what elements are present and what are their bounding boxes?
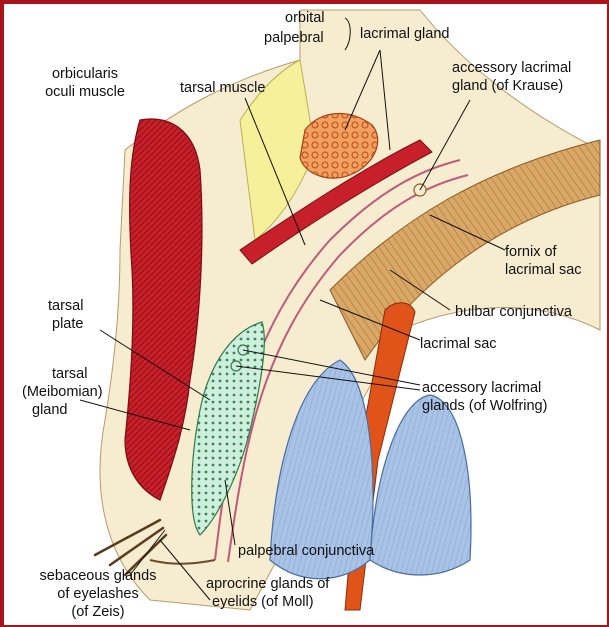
label-moll-1: aprocrine glands of [206,576,329,593]
label-krause-1: accessory lacrimal [452,60,571,77]
label-lacrimal-gland: lacrimal gland [360,26,449,43]
label-orbicularis-2: oculi muscle [30,84,140,101]
label-moll-2: eyelids (of Moll) [212,594,314,611]
label-zeis-3: (of Zeis) [8,604,188,621]
label-bulbar-conjunctiva: bulbar conjunctiva [455,304,572,321]
label-fornix-2: lacrimal sac [505,262,582,279]
label-orbicularis-1: orbicularis [30,66,140,83]
label-zeis-2: of eyelashes [8,586,188,603]
label-meibomian-2: (Meibomian) [22,384,103,401]
label-tarsal-muscle: tarsal muscle [180,80,265,97]
label-palpebral: palpebral [264,30,324,47]
label-zeis-1: sebaceous glands [8,568,188,585]
label-palpebral-conjunctiva: palpebral conjunctiva [238,543,374,560]
label-tarsal-plate-1: tarsal [48,298,83,315]
label-meibomian-3: gland [32,402,67,419]
label-fornix-1: fornix of [505,244,557,261]
label-orbital: orbital [285,10,325,27]
label-wolfring-2: glands (of Wolfring) [422,398,547,415]
label-lacrimal-sac: lacrimal sac [420,336,497,353]
label-tarsal-plate-2: plate [52,316,83,333]
label-wolfring-1: accessory lacrimal [422,380,541,397]
label-krause-2: gland (of Krause) [452,78,563,95]
label-meibomian-1: tarsal [52,366,87,383]
